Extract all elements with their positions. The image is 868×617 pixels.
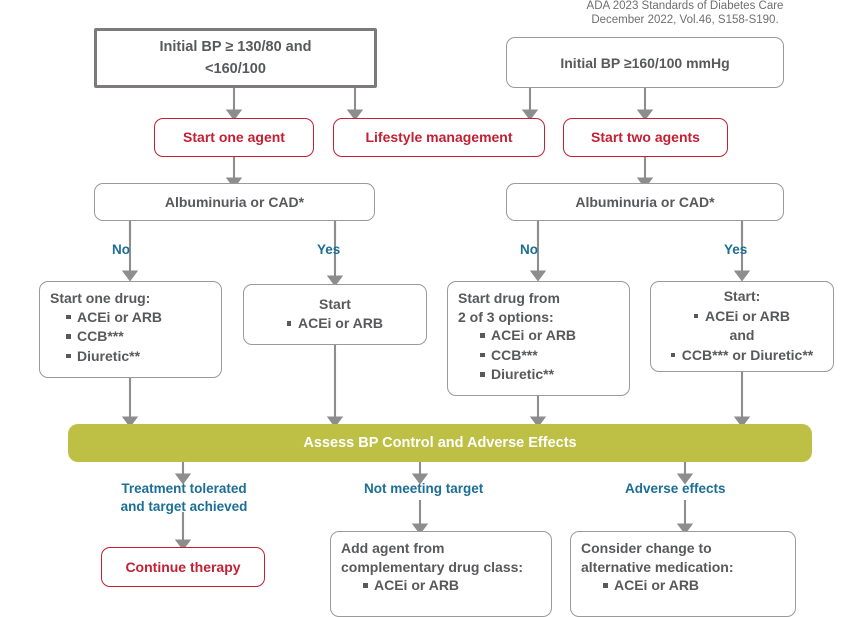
node-initial-bp-130-80: Initial BP ≥ 130/80 and <160/100 <box>94 28 377 88</box>
start-combo-conjunction: and <box>729 327 755 343</box>
list-item: ACEi or ARB <box>480 326 619 346</box>
node-start-one-drug: Start one drug: ACEi or ARB CCB*** Diure… <box>39 281 222 378</box>
consider-change-line-1: Consider change to <box>581 540 712 556</box>
list-item: ACEi or ARB <box>603 576 785 596</box>
list-item: CCB*** <box>66 327 211 347</box>
consider-change-list: ACEi or ARB <box>581 576 785 596</box>
list-item: ACEi or ARB <box>66 308 211 328</box>
consider-change-line-2: alternative medication: <box>581 558 734 575</box>
flowchart-canvas: ADA 2023 Standards of Diabetes Care Dece… <box>39 0 850 617</box>
node-start-one-agent[interactable]: Start one agent <box>154 118 314 157</box>
list-item: ACEi or ARB <box>286 314 383 334</box>
edge-label-treatment-tolerated: Treatment tolerated and target achieved <box>111 480 257 516</box>
node-albuminuria-right: Albuminuria or CAD* <box>506 183 784 221</box>
initial-bp-high-label: Initial BP ≥160/100 mmHg <box>560 54 730 71</box>
node-initial-bp-160-100: Initial BP ≥160/100 mmHg <box>506 37 784 88</box>
start-two-agents-label: Start two agents <box>591 129 700 145</box>
start-one-drug-header: Start one drug: <box>50 290 151 306</box>
assess-banner-label: Assess BP Control and Adverse Effects <box>303 435 577 451</box>
edge-label-right-yes: Yes <box>724 242 748 257</box>
start-combo-list-2: CCB*** or Diuretic** <box>670 345 813 366</box>
list-item: ACEi or ARB <box>693 307 790 327</box>
treatment-tolerated-line-1: Treatment tolerated <box>121 481 247 496</box>
node-continue-therapy[interactable]: Continue therapy <box>101 547 265 587</box>
add-agent-line-2: complementary drug class: <box>341 558 524 575</box>
start-one-drug-list: ACEi or ARB CCB*** Diuretic** <box>50 308 211 367</box>
initial-bp-low-line-2: <160/100 <box>205 61 266 77</box>
albuminuria-right-label: Albuminuria or CAD* <box>575 194 715 210</box>
start-combo-header: Start: <box>723 288 761 304</box>
treatment-tolerated-line-2: and target achieved <box>120 499 248 514</box>
citation-line-1: ADA 2023 Standards of Diabetes Care <box>586 0 784 12</box>
list-item: CCB*** <box>480 346 619 366</box>
add-agent-line-1: Add agent from <box>341 540 445 556</box>
node-start-combo: Start: ACEi or ARB and CCB*** or Diureti… <box>650 281 834 372</box>
node-lifestyle-management[interactable]: Lifestyle management <box>333 118 545 157</box>
citation-line-2: December 2022, Vol.46, S158-S190. <box>591 13 779 26</box>
connector-layer <box>121 88 751 551</box>
start-drug-2of3-header-line-2: 2 of 3 options: <box>458 308 554 325</box>
albuminuria-left-label: Albuminuria or CAD* <box>164 194 305 210</box>
list-item: ACEi or ARB <box>363 576 541 596</box>
start-drug-2of3-header-line-1: Start drug from <box>458 290 560 306</box>
edge-label-adverse-effects: Adverse effects <box>625 481 726 496</box>
initial-bp-low-line-1: Initial BP ≥ 130/80 and <box>159 39 312 55</box>
start-acei-arb-list: ACEi or ARB <box>286 313 383 334</box>
list-item: Diuretic** <box>480 365 619 385</box>
add-agent-list: ACEi or ARB <box>341 576 541 596</box>
node-start-acei-arb: Start ACEi or ARB <box>243 284 427 345</box>
edge-label-not-meeting-target: Not meeting target <box>364 481 484 496</box>
continue-therapy-label: Continue therapy <box>125 558 241 575</box>
edge-label-left-yes: Yes <box>317 242 341 257</box>
edge-label-right-no: No <box>520 242 538 257</box>
node-assess-bp-control-banner: Assess BP Control and Adverse Effects <box>68 424 812 462</box>
list-item: CCB*** or Diuretic** <box>670 346 813 366</box>
list-item: Diuretic** <box>66 347 211 367</box>
node-add-agent: Add agent from complementary drug class:… <box>330 531 552 617</box>
node-albuminuria-left: Albuminuria or CAD* <box>94 183 375 221</box>
edge-label-left-no: No <box>112 242 130 257</box>
lifestyle-management-label: Lifestyle management <box>365 129 513 145</box>
citation: ADA 2023 Standards of Diabetes Care Dece… <box>520 0 850 27</box>
start-one-agent-label: Start one agent <box>183 129 285 145</box>
node-start-drug-2-of-3: Start drug from 2 of 3 options: ACEi or … <box>447 281 630 396</box>
start-drug-2of3-list: ACEi or ARB CCB*** Diuretic** <box>458 326 619 385</box>
node-start-two-agents[interactable]: Start two agents <box>563 118 728 157</box>
start-combo-list-1: ACEi or ARB <box>693 306 790 327</box>
start-acei-arb-header: Start <box>319 295 351 312</box>
node-consider-change: Consider change to alternative medicatio… <box>570 531 796 617</box>
